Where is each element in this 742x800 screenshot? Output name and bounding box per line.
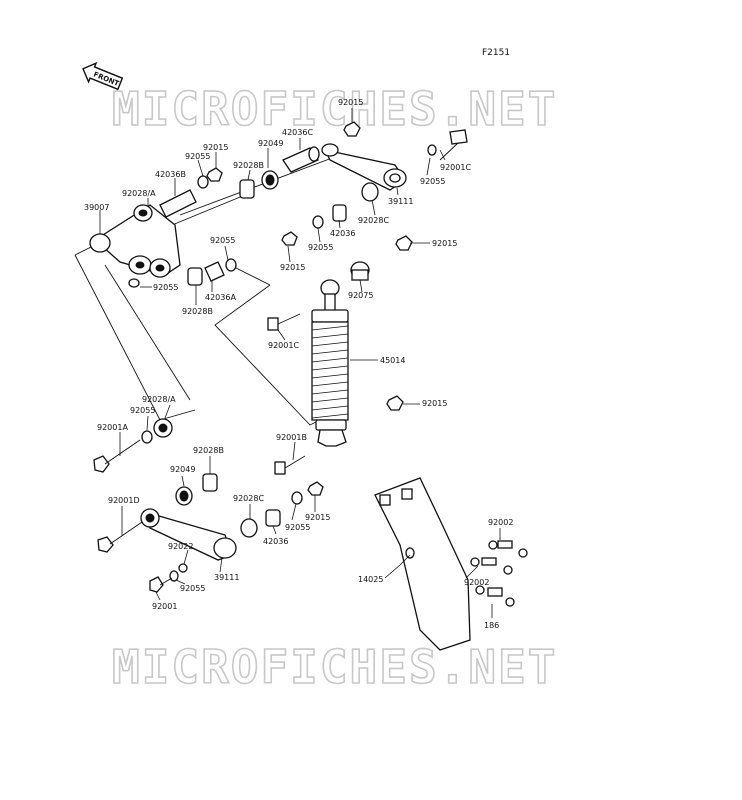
label-92055-e: 92055 [210,236,235,245]
collar-42036C [282,146,320,173]
label-92015-top: 92015 [338,98,363,107]
watermark-top: MICROFICHES.NET [112,82,557,136]
diagram-code: F2151 [482,48,510,58]
nut-92015-top [343,121,361,137]
label-92001A: 92001A [97,423,128,432]
nut-92015-e [307,481,324,496]
label-39111-bot: 39111 [214,573,239,582]
label-92022: 92022 [168,542,193,551]
washer-92055-c [312,215,324,229]
label-92002-a: 92002 [488,518,513,527]
bushing-92028C-bot [240,518,258,538]
washer-92055-a [197,175,209,189]
label-92001C-mid: 92001C [268,341,299,350]
washer-92055-g [291,491,303,505]
label-39111-top: 39111 [388,197,413,206]
bushing-92028B-mid [187,267,203,286]
label-186: 186 [484,621,499,630]
bolt-92001A [93,439,141,473]
bolt-92001B [274,455,306,475]
leader-lines [99,108,501,618]
label-92001C-top: 92001C [440,163,471,172]
bushing-92028A-top [133,204,153,222]
bearing-92049-top [261,170,279,190]
lower-link-39111 [140,508,237,561]
label-92028B-mid: 92028B [182,307,213,316]
label-92015-d: 92015 [422,399,447,408]
front-arrow-icon: FRONT [82,61,124,91]
mudflap-14025 [374,477,471,651]
label-92055-b: 92055 [420,177,445,186]
label-92001: 92001 [152,602,177,611]
label-42036B: 42036B [155,170,186,179]
label-39007: 39007 [84,203,109,212]
label-92015-b: 92015 [280,263,305,272]
label-42036A: 42036A [205,293,236,302]
label-92028B-bot: 92028B [193,446,224,455]
nut-92015-d [386,395,404,411]
clip-186 [475,585,515,607]
label-92055-f: 92055 [130,406,155,415]
washer-92055-f [141,430,153,444]
collar-42036-top [332,204,347,222]
washer-92055-d [128,278,140,288]
label-42036C: 42036C [282,128,313,137]
label-92015-e: 92015 [305,513,330,522]
bushing-92028C-top [361,182,379,202]
collar-42036B [159,189,197,218]
label-92028C-top: 92028C [358,216,389,225]
bushing-92028B-bot [202,473,218,492]
reference-lines [74,154,341,426]
label-92055-a: 92055 [185,152,210,161]
part-labels: 92015 42036C 92049 92015 92055 92028B 42… [84,98,513,630]
bushing-92028B-top [239,179,255,199]
bolts-92002 [470,540,528,575]
bolt-92001C-top [427,129,468,161]
washer-92055-e [225,258,237,272]
bearing-92049-bot [175,486,193,506]
label-92075: 92075 [348,291,373,300]
label-45014: 45014 [380,356,405,365]
bolt-92001C-mid [267,313,301,331]
label-92055-h: 92055 [180,584,205,593]
nut-92015-b [281,231,298,246]
shock-spring [311,321,349,421]
nut-92015-a [206,167,223,182]
label-92015-c: 92015 [432,239,457,248]
label-92001B: 92001B [276,433,307,442]
label-92001D: 92001D [108,496,140,505]
washer-92055-h [169,570,179,582]
shock-absorber-45014 [311,279,349,447]
bushing-92075 [350,261,370,281]
watermark-bottom: MICROFICHES.NET [112,640,557,694]
label-14025: 14025 [358,575,383,584]
label-92002-b: 92002 [464,578,489,587]
nut-92015-c [395,235,413,251]
label-92055-c: 92055 [308,243,333,252]
label-92028A-top: 92028/A [122,189,156,198]
grease-nipple-92022 [178,563,188,573]
label-92028A-bot: 92028/A [142,395,176,404]
collar-42036A [204,261,225,282]
label-92055-g: 92055 [285,523,310,532]
label-92049-bot: 92049 [170,465,195,474]
label-92015-a: 92015 [203,143,228,152]
label-92055-d: 92055 [153,283,178,292]
label-92028B-top: 92028B [233,161,264,170]
upper-tie-rod [321,143,407,191]
collar-42036-bot [265,509,281,527]
label-92049-top: 92049 [258,139,283,148]
rocker-arm-39007 [89,204,181,278]
bushing-92028A-bot [153,418,173,438]
label-42036-bot: 42036 [263,537,288,546]
label-92028C-bot: 92028C [233,494,264,503]
bolt-92001D [97,519,146,553]
bolt-92001 [149,576,173,593]
label-42036-top: 42036 [330,229,355,238]
